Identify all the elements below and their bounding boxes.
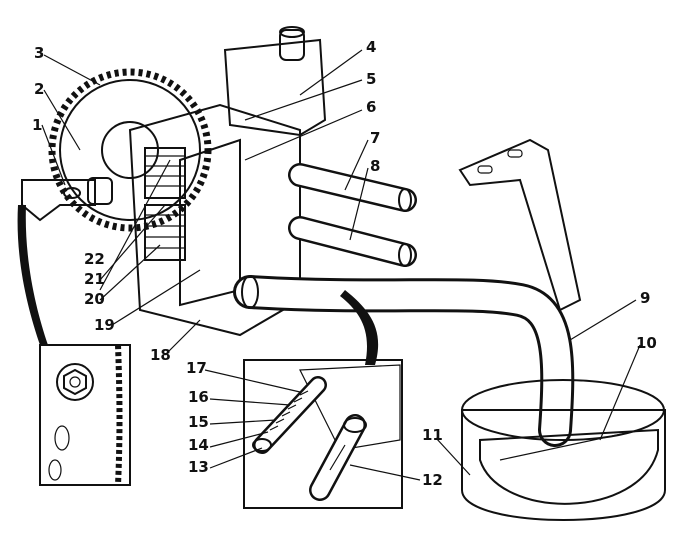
callout-3: 3 — [34, 44, 44, 62]
callout-7: 7 — [370, 129, 380, 147]
callout-13: 13 — [188, 458, 209, 476]
callout-14: 14 — [188, 436, 209, 454]
callout-18: 18 — [150, 346, 171, 364]
callout-5: 5 — [366, 70, 376, 88]
callout-15: 15 — [188, 413, 209, 431]
callout-17: 17 — [186, 359, 207, 377]
inset-relief-valve-detail — [243, 359, 403, 509]
callout-22: 22 — [84, 250, 105, 268]
callout-12: 12 — [422, 471, 443, 489]
callout-19: 19 — [94, 316, 115, 334]
callout-9: 9 — [640, 289, 650, 307]
callout-21: 21 — [84, 270, 105, 288]
callout-4: 4 — [366, 38, 376, 56]
callout-6: 6 — [366, 98, 376, 116]
pump-gear-upper — [144, 147, 186, 199]
inset-connector-right — [340, 290, 379, 365]
inset-gear-detail — [39, 344, 131, 486]
callout-11: 11 — [422, 426, 443, 444]
callout-10: 10 — [636, 334, 657, 352]
leader-lines — [41, 49, 641, 481]
callout-20: 20 — [84, 290, 105, 308]
strainer-bracket — [458, 138, 582, 312]
callout-16: 16 — [188, 388, 209, 406]
outlet-pipes — [288, 163, 417, 267]
callout-8: 8 — [370, 157, 380, 175]
oil-strainer — [461, 379, 666, 521]
callout-2: 2 — [34, 80, 44, 98]
inset-connector-left — [17, 205, 48, 345]
callout-1: 1 — [32, 116, 42, 134]
callout-labels: 1 2 3 4 5 6 7 8 9 10 11 12 13 14 15 16 1… — [32, 38, 657, 489]
